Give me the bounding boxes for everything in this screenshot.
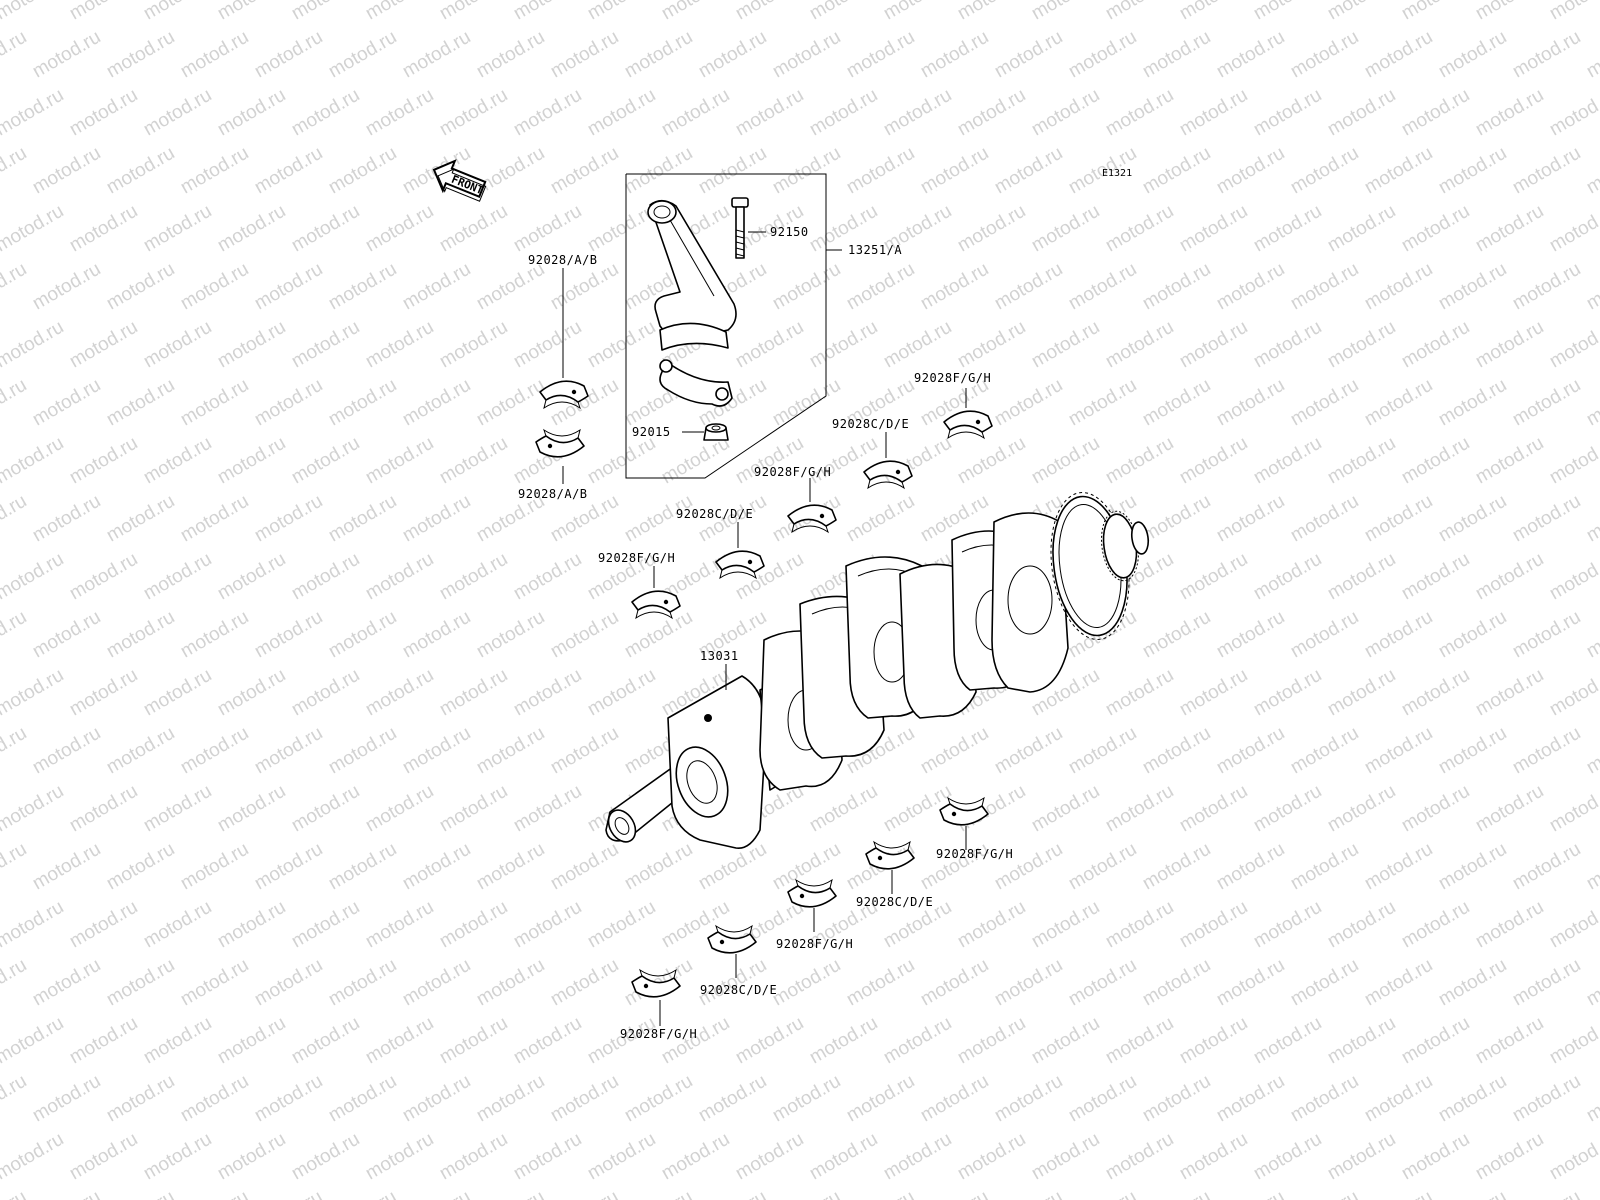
callout-lower-main-4: 92028C/D/E: [856, 895, 933, 909]
nut-icon: [682, 423, 729, 441]
callout-upper-main-4: 92028C/D/E: [832, 417, 909, 431]
callout-lower-main-3: 92028F/G/H: [776, 937, 853, 951]
lower-main-bearing-1-icon: [631, 969, 681, 998]
upper-main-bearing-2-icon: [715, 550, 765, 579]
callout-92028ab-upper: 92028/A/B: [528, 253, 598, 267]
callout-92015: 92015: [632, 425, 671, 439]
connecting-rod-assembly-box: [625, 173, 842, 479]
callout-lower-main-1: 92028F/G/H: [620, 1027, 697, 1041]
callout-lower-main-5: 92028F/G/H: [936, 847, 1013, 861]
callout-upper-main-1: 92028F/G/H: [598, 551, 675, 565]
crankshaft-icon: [605, 492, 1150, 849]
connecting-rod-icon: [647, 199, 737, 407]
lower-main-bearing-5-icon: [939, 797, 989, 826]
rod-bearing-lower-icon: [535, 429, 585, 458]
lower-main-bearing-3-icon: [787, 879, 837, 908]
diagram-code: E1321: [1102, 168, 1132, 179]
callout-upper-main-2: 92028C/D/E: [676, 507, 753, 521]
upper-main-bearing-5-icon: [943, 410, 993, 439]
callout-lower-main-2: 92028C/D/E: [700, 983, 777, 997]
lower-main-bearing-4-icon: [865, 841, 915, 870]
callout-upper-main-3: 92028F/G/H: [754, 465, 831, 479]
upper-main-bearing-4-icon: [863, 460, 913, 489]
callout-13251a: 13251/A: [848, 243, 902, 257]
front-arrow-icon: FRONT: [432, 159, 487, 202]
rod-bearing-upper-icon: [539, 380, 589, 409]
callout-92150: 92150: [770, 225, 809, 239]
bolt-icon: [731, 197, 766, 259]
lower-main-bearing-2-icon: [707, 925, 757, 954]
upper-main-bearing-3-icon: [787, 504, 837, 533]
callout-92028ab-lower: 92028/A/B: [518, 487, 588, 501]
upper-main-bearing-1-icon: [631, 590, 681, 619]
callout-13031: 13031: [700, 649, 739, 663]
callout-upper-main-5: 92028F/G/H: [914, 371, 991, 385]
